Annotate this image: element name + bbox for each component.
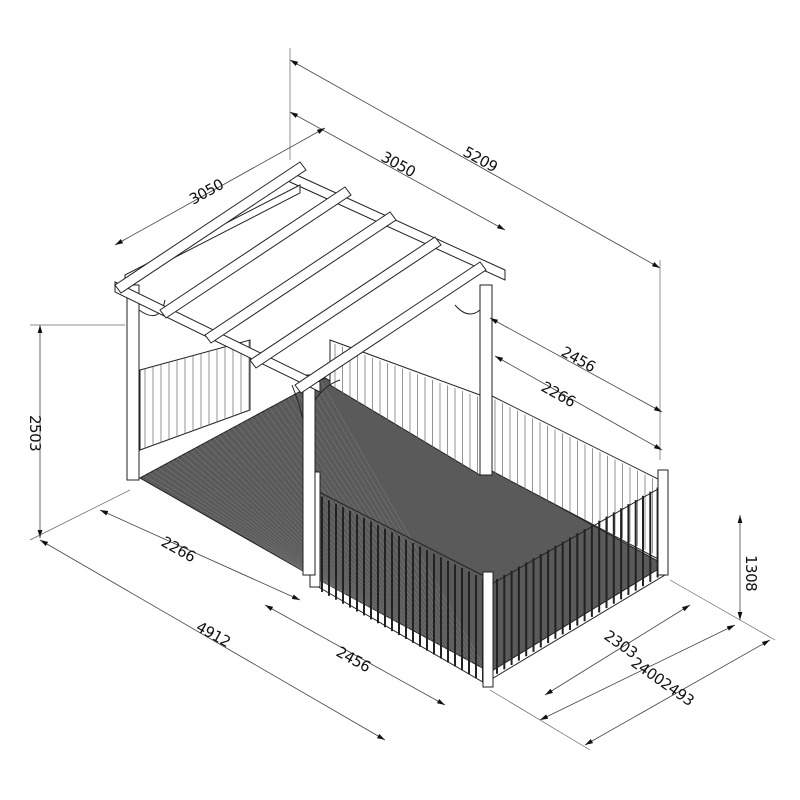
dim-pergola-width-left: 3050 xyxy=(186,175,226,208)
dim-front-pergola-section: 2266 xyxy=(158,533,198,566)
dim-rear-section-inner: 2266 xyxy=(538,378,578,411)
dim-post-height: 2503 xyxy=(26,415,44,451)
rafter xyxy=(204,211,397,344)
pergola-rafters xyxy=(114,161,487,394)
rafter xyxy=(159,186,352,319)
dimension-lines xyxy=(29,48,776,751)
dim-pergola-width-back: 3050 xyxy=(378,148,418,181)
dim-rail-height: 1308 xyxy=(742,555,760,591)
corner-post xyxy=(657,469,669,576)
dim-overall-length: 5209 xyxy=(460,143,500,176)
corner-post xyxy=(482,571,494,688)
dim-overall-deck-length: 4912 xyxy=(193,618,233,651)
dim-rear-section-outer: 2456 xyxy=(558,343,598,376)
pergola-beams xyxy=(114,171,506,393)
rafter xyxy=(294,261,487,394)
dim-front-rail-section: 2456 xyxy=(333,643,373,676)
